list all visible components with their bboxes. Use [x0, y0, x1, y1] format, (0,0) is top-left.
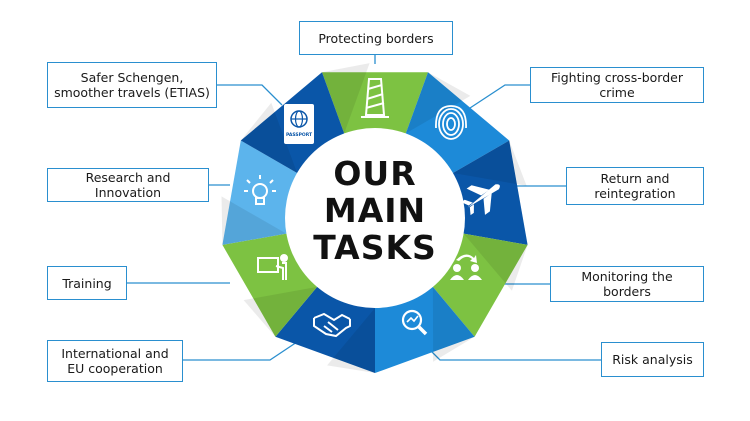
center-title-line-2: MAIN: [323, 191, 427, 230]
magnifier-chart-icon: [401, 309, 428, 336]
task-label: Training: [62, 275, 112, 291]
lighthouse-icon: [361, 78, 389, 118]
ring-segment-lightbulb: [222, 140, 298, 245]
ring-segment-shade: [327, 308, 375, 373]
center-circle: [285, 128, 465, 308]
lightbulb-icon: [244, 175, 276, 205]
task-label: Research and Innovation: [85, 170, 171, 200]
ring-segment-fingerprint: [405, 72, 510, 173]
task-label: Protecting borders: [318, 30, 434, 46]
task-label: Safer Schengen, smoother travels (ETIAS): [54, 70, 210, 100]
task-label: International and EU cooperation: [61, 346, 169, 376]
airplane-icon: [461, 184, 500, 216]
ring-icons: PASSPORT: [244, 78, 500, 338]
ring-segment-handshake: [275, 286, 375, 373]
passport-icon: PASSPORT: [284, 104, 314, 144]
task-box-training: Training: [47, 266, 127, 300]
fingerprint-icon: [435, 105, 467, 140]
task-box-risk-analysis: Risk analysis: [601, 342, 704, 377]
people-exchange-icon: [450, 254, 482, 280]
ring-segment-shade: [322, 63, 370, 134]
center-title-line-1: OUR: [333, 154, 417, 193]
ring-segment-shade: [221, 196, 287, 245]
task-box-return: Return and reintegration: [566, 167, 704, 205]
task-label: Return and reintegration: [594, 171, 676, 201]
ring-segment-shade: [243, 286, 318, 337]
ring-segment-lighthouse: [322, 72, 428, 134]
passport-word: PASSPORT: [286, 132, 313, 138]
ring-segment-people-exchange: [432, 233, 528, 337]
ring-segment-shade: [405, 72, 471, 134]
presentation-icon: [257, 254, 288, 280]
connector-line: [183, 339, 301, 361]
task-label: Monitoring the borders: [581, 269, 673, 299]
handshake-icon: [313, 312, 351, 338]
task-box-protecting-borders: Protecting borders: [299, 21, 453, 55]
task-box-cooperation: International and EU cooperation: [47, 340, 183, 382]
task-box-research: Research and Innovation: [47, 168, 209, 202]
ring-segment-shade: [452, 140, 527, 186]
ring-segment-magnifier-chart: [375, 286, 475, 373]
task-box-monitoring: Monitoring the borders: [550, 266, 704, 302]
ring-segment-presentation: [222, 233, 318, 337]
task-box-etias: Safer Schengen, smoother travels (ETIAS): [47, 62, 217, 108]
ring-segment-shade: [432, 286, 475, 362]
task-box-fighting-crime: Fighting cross-border crime: [530, 67, 704, 103]
ring-segment-shade: [240, 102, 298, 173]
ring-segment-shade: [463, 233, 528, 291]
connector-line: [469, 84, 530, 109]
center-title-line-3: TASKS: [313, 228, 437, 267]
task-label: Fighting cross-border crime: [550, 70, 683, 100]
connector-line: [217, 84, 283, 106]
task-label: Risk analysis: [612, 352, 693, 367]
connector-lines: [127, 55, 601, 361]
center-title: OUR MAIN TASKS: [300, 155, 450, 266]
